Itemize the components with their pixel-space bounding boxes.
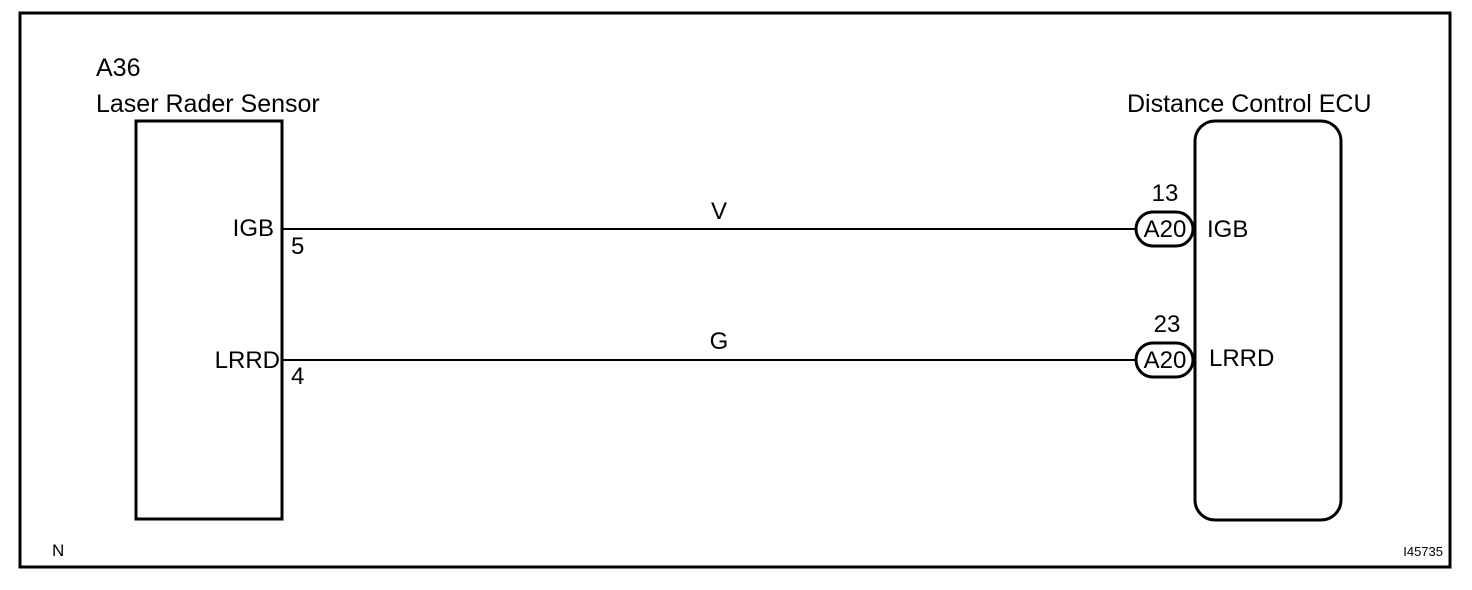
sensor-signal-label: IGB [233,215,274,242]
sensor-box [134,119,284,521]
ecu-pin-number: 23 [1154,311,1181,338]
figure-id: I45735 [1403,544,1443,559]
ecu-signal-label: LRRD [1209,345,1274,372]
sensor-pin-number: 5 [291,233,304,260]
sensor-pin-number: 4 [291,363,304,390]
sensor-code: A36 [96,54,140,82]
connector-code: A20 [1144,347,1187,374]
ecu-box [1193,119,1343,522]
wire-igb: IGB 5 V 13 A20 IGB [233,180,1249,260]
wire-color-label: G [710,328,729,355]
footer-left-mark: N [52,541,64,560]
sensor-name: Laser Rader Sensor [96,90,320,118]
ecu-pin-number: 13 [1152,180,1179,207]
connector-oval [1134,341,1195,379]
connector-oval [1134,210,1195,248]
connector-code: A20 [1144,216,1187,243]
ecu-name: Distance Control ECU [1127,90,1372,118]
ecu-signal-label: IGB [1207,216,1248,243]
sensor-signal-label: LRRD [215,347,280,374]
wire-color-label: V [711,198,727,225]
diagram-frame [18,11,1452,569]
wire-lrrd: LRRD 4 G 23 A20 LRRD [215,311,1275,390]
